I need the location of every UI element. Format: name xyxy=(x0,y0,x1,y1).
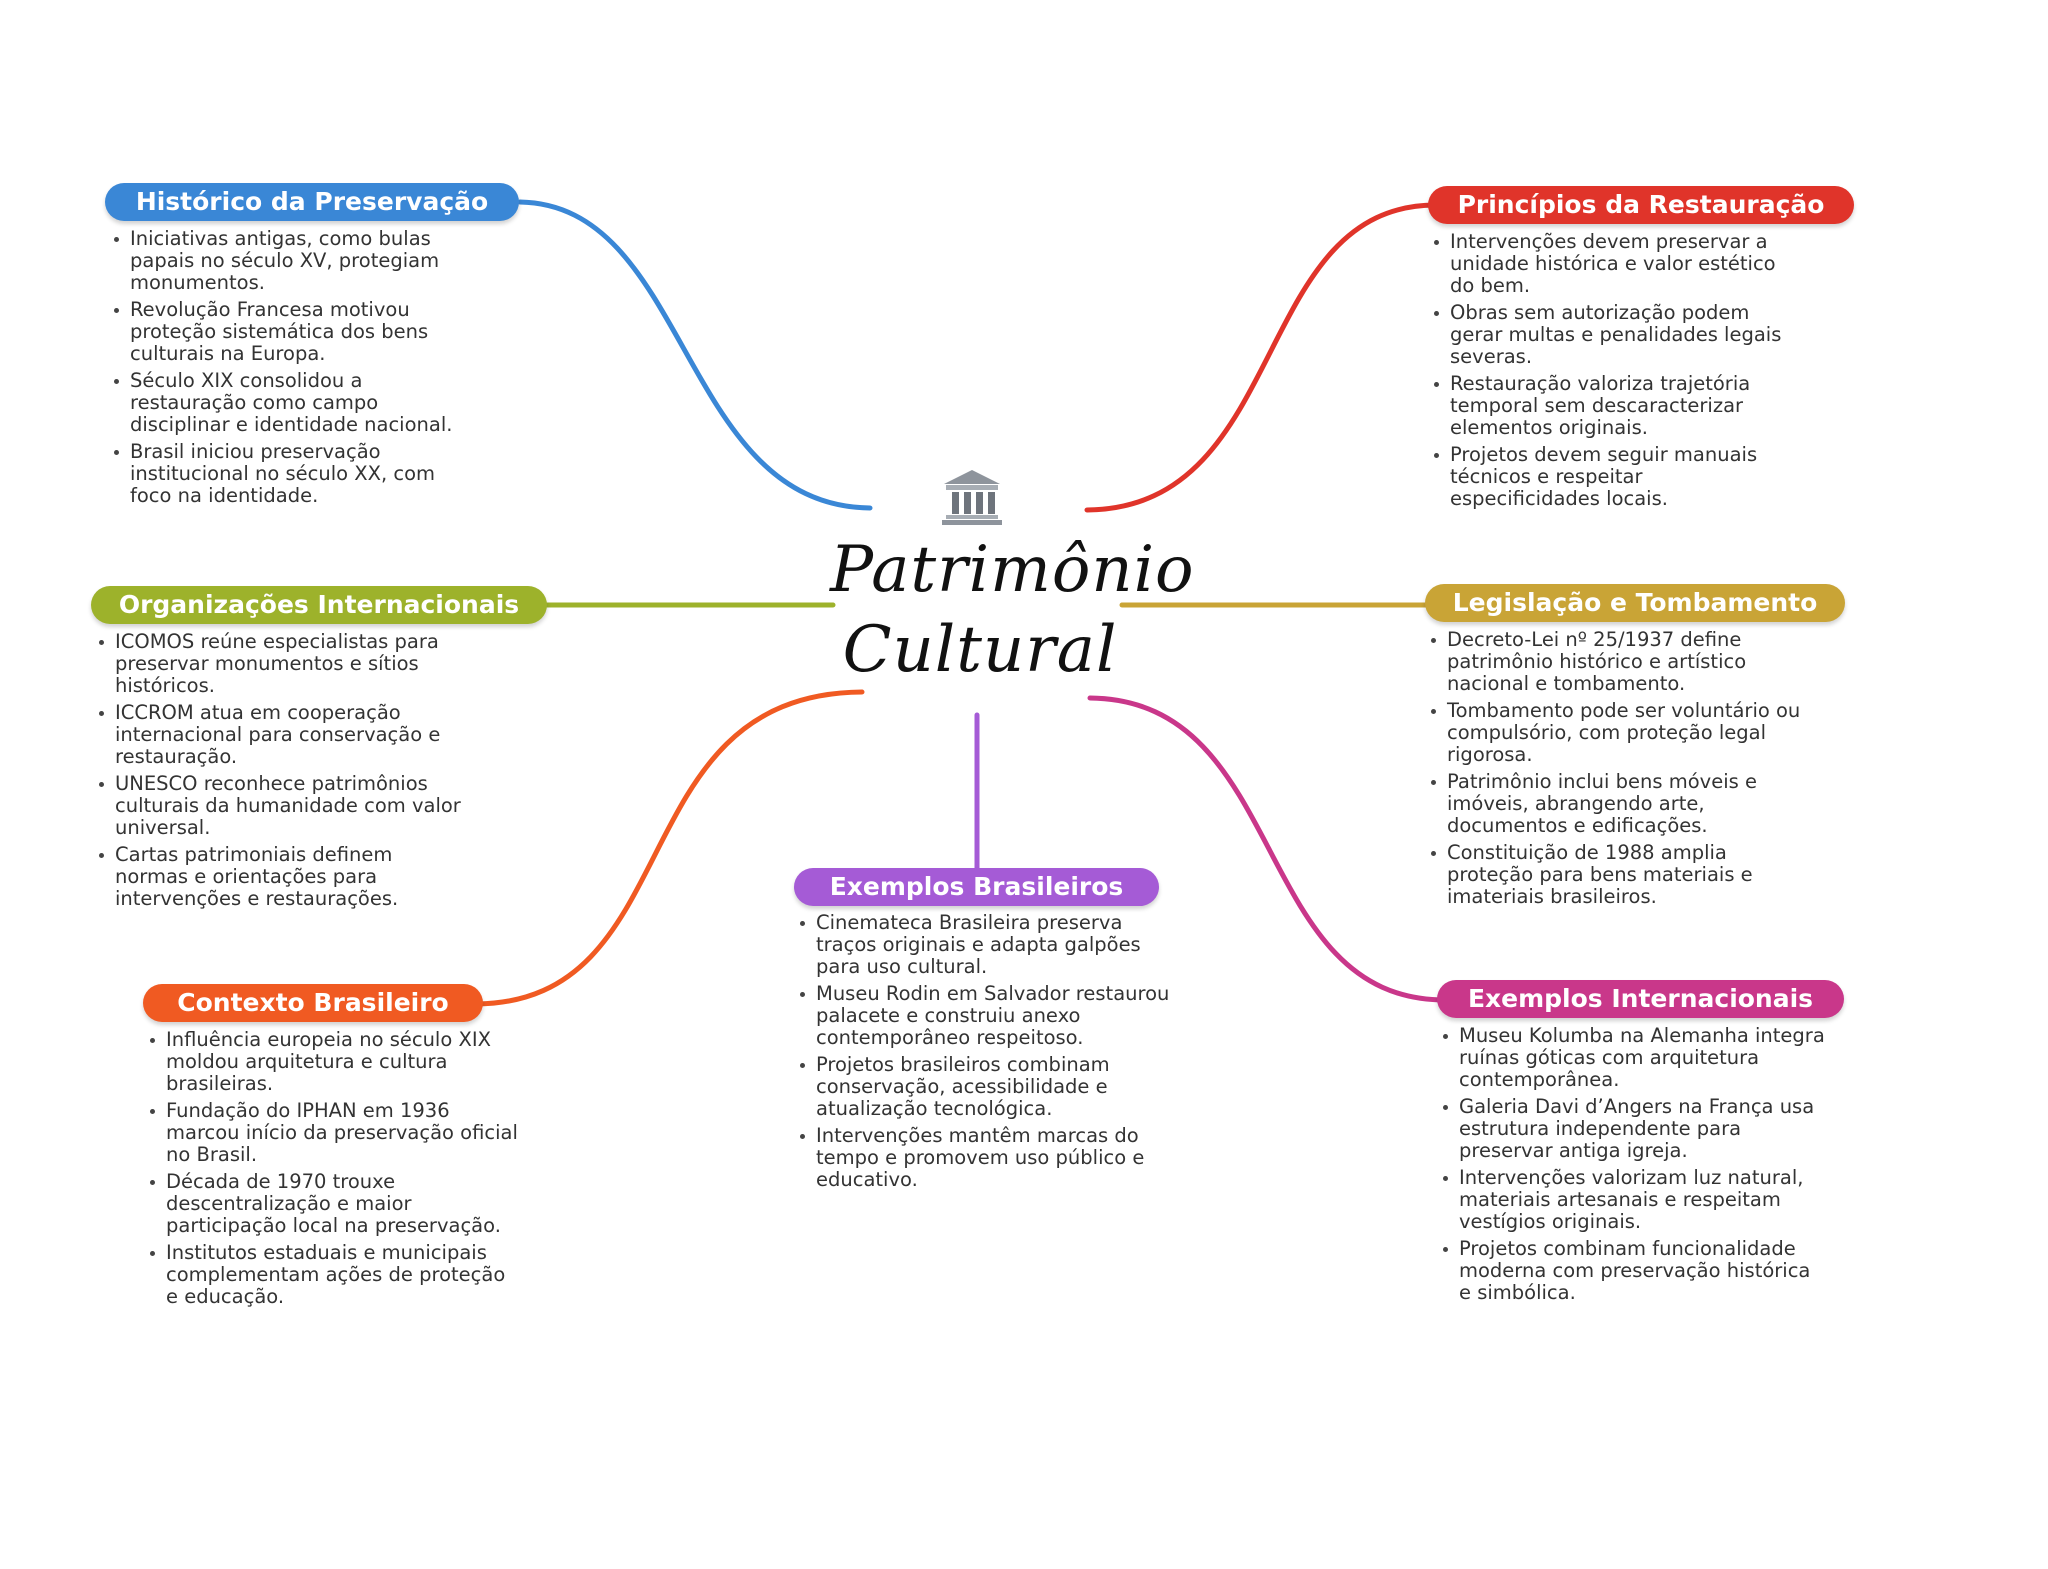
list-item: Museu Kolumba na Alemanha integra ruínas… xyxy=(1441,1025,1826,1091)
topic-principios-pill: Princípios da Restauração xyxy=(1428,186,1854,224)
list-item: Projetos combinam funcionalidade moderna… xyxy=(1441,1238,1826,1304)
list-item: Galeria Davi d’Angers na França usa estr… xyxy=(1441,1096,1826,1162)
list-item: Institutos estaduais e municipais comple… xyxy=(148,1242,518,1308)
topic-exemplos-int-list: Museu Kolumba na Alemanha integra ruínas… xyxy=(1441,1025,1826,1309)
connector-contexto xyxy=(475,689,865,1007)
list-item: Intervenções devem preservar a unidade h… xyxy=(1432,231,1792,297)
topic-legislacao-pill: Legislação e Tombamento xyxy=(1425,584,1845,622)
classical-building-icon xyxy=(942,470,1002,525)
topic-exemplos-br-pill: Exemplos Brasileiros xyxy=(794,868,1159,906)
list-item: Intervenções valorizam luz natural, mate… xyxy=(1441,1167,1826,1233)
list-item: ICOMOS reúne especialistas para preserva… xyxy=(97,631,467,697)
list-item: Década de 1970 trouxe descentralização e… xyxy=(148,1171,518,1237)
list-item: Restauração valoriza trajetória temporal… xyxy=(1432,373,1792,439)
list-item: Tombamento pode ser voluntário ou compul… xyxy=(1429,700,1814,766)
topic-exemplos-int-pill: Exemplos Internacionais xyxy=(1437,980,1844,1018)
central-topic-title: Patrimônio Cultural xyxy=(830,533,1195,687)
topic-organizacoes-pill: Organizações Internacionais xyxy=(91,586,547,624)
list-item: Século XIX consolidou a restauração como… xyxy=(112,370,462,436)
list-item: Fundação do IPHAN em 1936 marcou início … xyxy=(148,1100,518,1166)
list-item: Brasil iniciou preservação institucional… xyxy=(112,441,462,507)
list-item: Decreto-Lei nº 25/1937 define patrimônio… xyxy=(1429,629,1814,695)
connector-principios xyxy=(1084,202,1438,513)
connector-historico xyxy=(517,199,873,511)
topic-contexto-list: Influência europeia no século XIX moldou… xyxy=(148,1029,518,1313)
list-item: Projetos devem seguir manuais técnicos e… xyxy=(1432,444,1792,510)
topic-contexto-pill: Contexto Brasileiro xyxy=(143,984,483,1022)
list-item: Obras sem autorização podem gerar multas… xyxy=(1432,302,1792,368)
list-item: Projetos brasileiros combinam conservaçã… xyxy=(798,1054,1170,1120)
topic-historico-pill: Histórico da Preservação xyxy=(105,183,519,221)
list-item: ICCROM atua em cooperação internacional … xyxy=(97,702,467,768)
connector-exemplos-int xyxy=(1087,695,1448,1003)
list-item: Iniciativas antigas, como bulas papais n… xyxy=(112,228,462,294)
list-item: Influência europeia no século XIX moldou… xyxy=(148,1029,518,1095)
topic-legislacao-list: Decreto-Lei nº 25/1937 define patrimônio… xyxy=(1429,629,1814,913)
list-item: Cinemateca Brasileira preserva traços or… xyxy=(798,912,1170,978)
list-item: Cartas patrimoniais definem normas e ori… xyxy=(97,844,467,910)
topic-exemplos-br-list: Cinemateca Brasileira preserva traços or… xyxy=(798,912,1170,1196)
list-item: Museu Rodin em Salvador restaurou palace… xyxy=(798,983,1170,1049)
list-item: Intervenções mantêm marcas do tempo e pr… xyxy=(798,1125,1170,1191)
topic-principios-list: Intervenções devem preservar a unidade h… xyxy=(1432,231,1792,515)
topic-historico-list: Iniciativas antigas, como bulas papais n… xyxy=(112,228,462,512)
list-item: Patrimônio inclui bens móveis e imóveis,… xyxy=(1429,771,1814,837)
topic-organizacoes-list: ICOMOS reúne especialistas para preserva… xyxy=(97,631,467,915)
list-item: UNESCO reconhece patrimônios culturais d… xyxy=(97,773,467,839)
list-item: Revolução Francesa motivou proteção sist… xyxy=(112,299,462,365)
list-item: Constituição de 1988 amplia proteção par… xyxy=(1429,842,1814,908)
